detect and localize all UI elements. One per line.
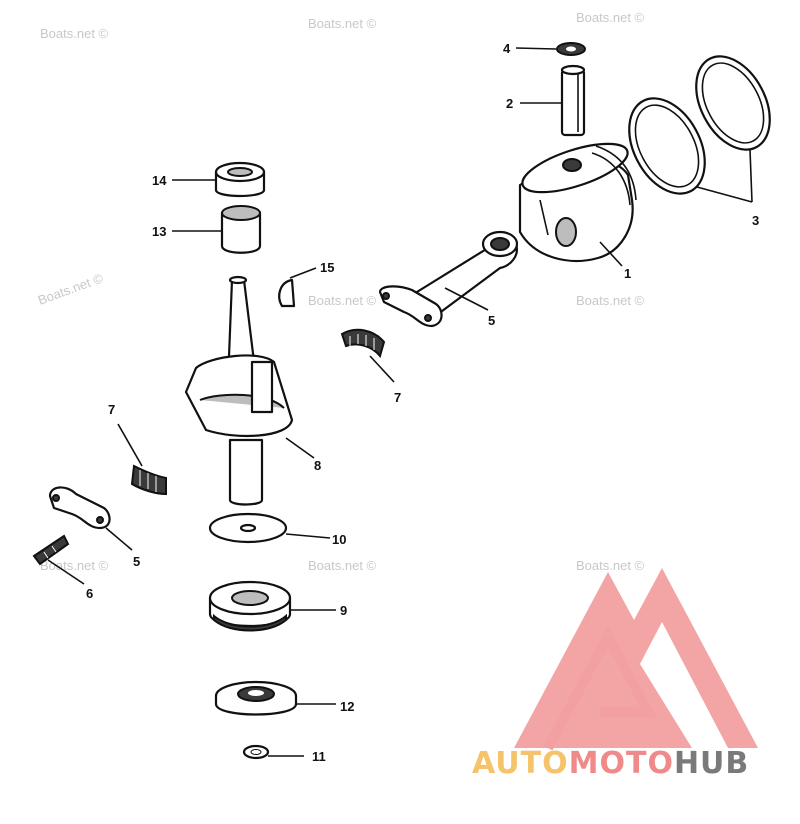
seal-9[interactable]	[208, 580, 292, 632]
watermark-text: Boats.net ©	[576, 10, 645, 25]
woodruff-key[interactable]	[278, 278, 296, 308]
watermark-text: Boats.net ©	[40, 26, 109, 41]
callout-5-upper: 5	[488, 313, 495, 328]
screw[interactable]	[32, 534, 70, 566]
piston[interactable]	[517, 134, 637, 262]
washer-11[interactable]	[242, 744, 270, 760]
seal-12[interactable]	[214, 680, 298, 716]
callout-14: 14	[152, 173, 167, 188]
wrist-pin[interactable]	[560, 64, 586, 137]
callout-7-right: 7	[394, 390, 401, 405]
seal-14[interactable]	[214, 161, 266, 198]
callout-3: 3	[752, 213, 759, 228]
needle-bearing-right[interactable]	[340, 328, 386, 359]
watermark-text: Boats.net ©	[308, 558, 377, 573]
callout-6: 6	[86, 586, 93, 601]
callout-15: 15	[320, 260, 334, 275]
watermark-text: Boats.net ©	[576, 558, 645, 573]
callout-13: 13	[152, 224, 166, 239]
callout-10: 10	[332, 532, 346, 547]
callout-2: 2	[506, 96, 513, 111]
crankshaft[interactable]	[184, 275, 294, 506]
callout-11: 11	[312, 749, 326, 764]
piston-rings[interactable]	[614, 44, 785, 207]
bearing-13[interactable]	[220, 205, 262, 254]
automotohub-logo: AUTOMOTOHUB	[472, 568, 758, 781]
callout-1: 1	[624, 266, 631, 281]
callout-5-lower: 5	[133, 554, 140, 569]
connecting-rod[interactable]	[378, 230, 519, 328]
logo-text-hub: HUB	[674, 746, 749, 781]
callout-12: 12	[340, 699, 354, 714]
callout-9: 9	[340, 603, 347, 618]
callout-8: 8	[314, 458, 321, 473]
rod-cap[interactable]	[48, 486, 111, 530]
callout-4: 4	[503, 41, 511, 56]
callout-7-left: 7	[108, 402, 115, 417]
logo-text-auto: AUTO	[472, 746, 569, 781]
watermarks: Boats.net © Boats.net © Boats.net © Boat…	[36, 10, 645, 573]
washer-10[interactable]	[208, 512, 288, 544]
watermark-text: Boats.net ©	[36, 270, 106, 308]
svg-text:AUTOMOTOHUB: AUTOMOTOHUB	[472, 746, 749, 781]
watermark-text: Boats.net ©	[308, 293, 377, 308]
needle-bearing-left[interactable]	[130, 464, 167, 496]
watermark-text: Boats.net ©	[576, 293, 645, 308]
logo-text-moto: MOTO	[569, 746, 674, 781]
watermark-text: Boats.net ©	[308, 16, 377, 31]
pin-retainer[interactable]	[556, 42, 586, 56]
logo-mark	[514, 568, 758, 748]
watermark-text: Boats.net ©	[40, 558, 109, 573]
